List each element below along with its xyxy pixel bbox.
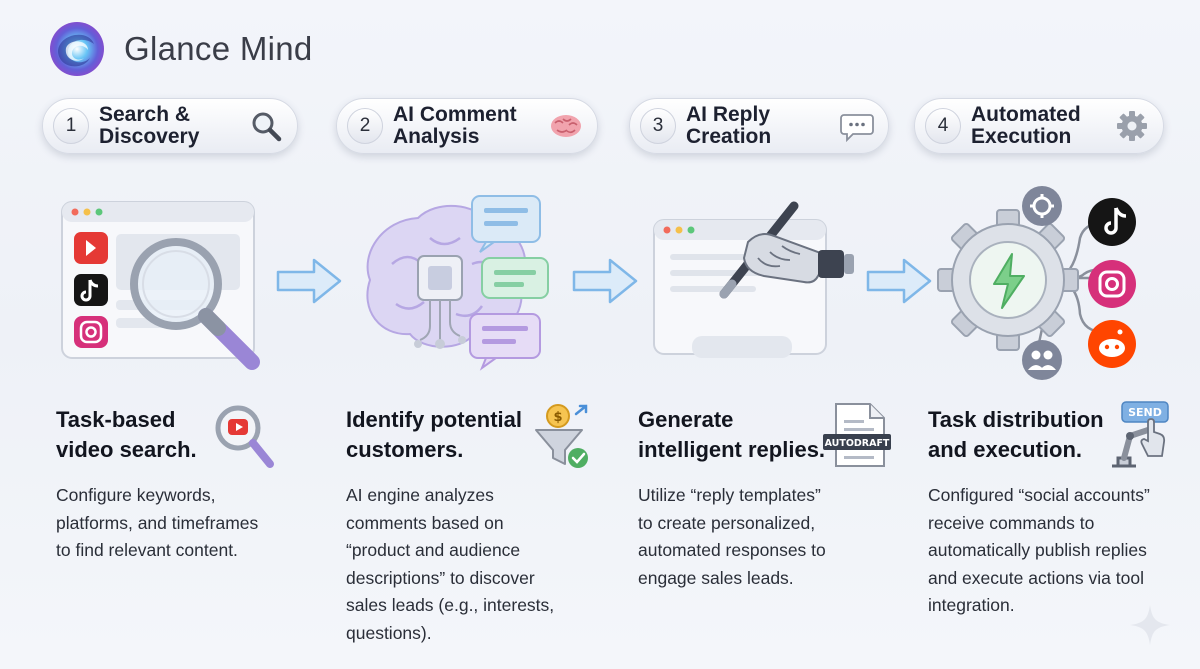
flow-arrow-3 — [866, 258, 932, 304]
autodraft-document-icon: AUTODRAFT — [823, 403, 891, 467]
robot-hand-pen-icon — [719, 201, 854, 299]
youtube-icon — [74, 232, 108, 264]
step-pill-4: 4 Automated Execution — [914, 98, 1164, 154]
send-robot-arm-icon: SEND — [1112, 401, 1169, 468]
tiktok-icon — [74, 274, 108, 306]
svg-text:$: $ — [553, 410, 562, 425]
magnifier-icon — [252, 112, 282, 142]
brand: Glance Mind — [44, 18, 313, 80]
step-2-description: AI engine analyzes comments based on “pr… — [346, 485, 555, 643]
step-number: 4 — [925, 108, 961, 144]
lead-funnel-icon: $ — [535, 404, 588, 468]
reddit-icon — [1088, 320, 1136, 368]
flow-arrow-1 — [276, 258, 342, 304]
step-1-description: Configure keywords, platforms, and timef… — [56, 485, 259, 560]
brain-icon — [551, 115, 581, 137]
brain-analysis-illustration — [366, 195, 549, 371]
small-gear-icon — [1022, 186, 1062, 226]
step-1-title: Task-based video search. — [56, 407, 197, 462]
step-4-description: Configured “social accounts” receive com… — [928, 485, 1150, 615]
step-2-title: Identify potential customers. — [346, 407, 522, 462]
send-label: SEND — [1128, 406, 1162, 419]
video-search-icon — [215, 405, 274, 468]
step-pill-1: 1 Search & Discovery — [42, 98, 298, 154]
gear-icon — [1117, 111, 1147, 141]
chat-bubble-blue — [471, 195, 541, 253]
video-search-illustration — [61, 201, 260, 370]
tiktok-icon — [1088, 198, 1136, 246]
step-pill-2: 2 AI Comment Analysis — [336, 98, 598, 154]
swirl-logo-icon — [50, 22, 104, 76]
users-icon — [1022, 340, 1062, 380]
automated-execution-illustration — [937, 186, 1136, 380]
step-label: AI Comment Analysis — [393, 103, 517, 148]
step-4-title: Task distribution and execution. — [928, 407, 1104, 462]
chat-bubble-icon — [840, 114, 874, 143]
chat-bubble-purple — [469, 313, 541, 371]
step-3-title: Generate intelligent replies. — [638, 407, 826, 462]
step-pill-3: 3 AI Reply Creation — [629, 98, 889, 154]
instagram-icon — [74, 316, 108, 348]
sparkle-icon — [1130, 605, 1170, 645]
step-3-description: Utilize “reply templates” to create pers… — [638, 485, 826, 588]
reply-creation-illustration — [653, 201, 854, 358]
brand-name: Glance Mind — [124, 30, 313, 67]
step-number: 2 — [347, 108, 383, 144]
instagram-icon — [1088, 260, 1136, 308]
step-number: 1 — [53, 108, 89, 144]
autodraft-label: AUTODRAFT — [825, 438, 890, 449]
chat-bubble-green — [481, 257, 549, 299]
step-number: 3 — [640, 108, 676, 144]
step-label: Automated Execution — [971, 103, 1081, 148]
step-label: AI Reply Creation — [686, 103, 772, 148]
magnifier-glass-icon — [130, 238, 260, 370]
large-gear-icon — [937, 209, 1079, 351]
step-label: Search & Discovery — [99, 103, 200, 148]
flow-arrow-2 — [572, 258, 638, 304]
